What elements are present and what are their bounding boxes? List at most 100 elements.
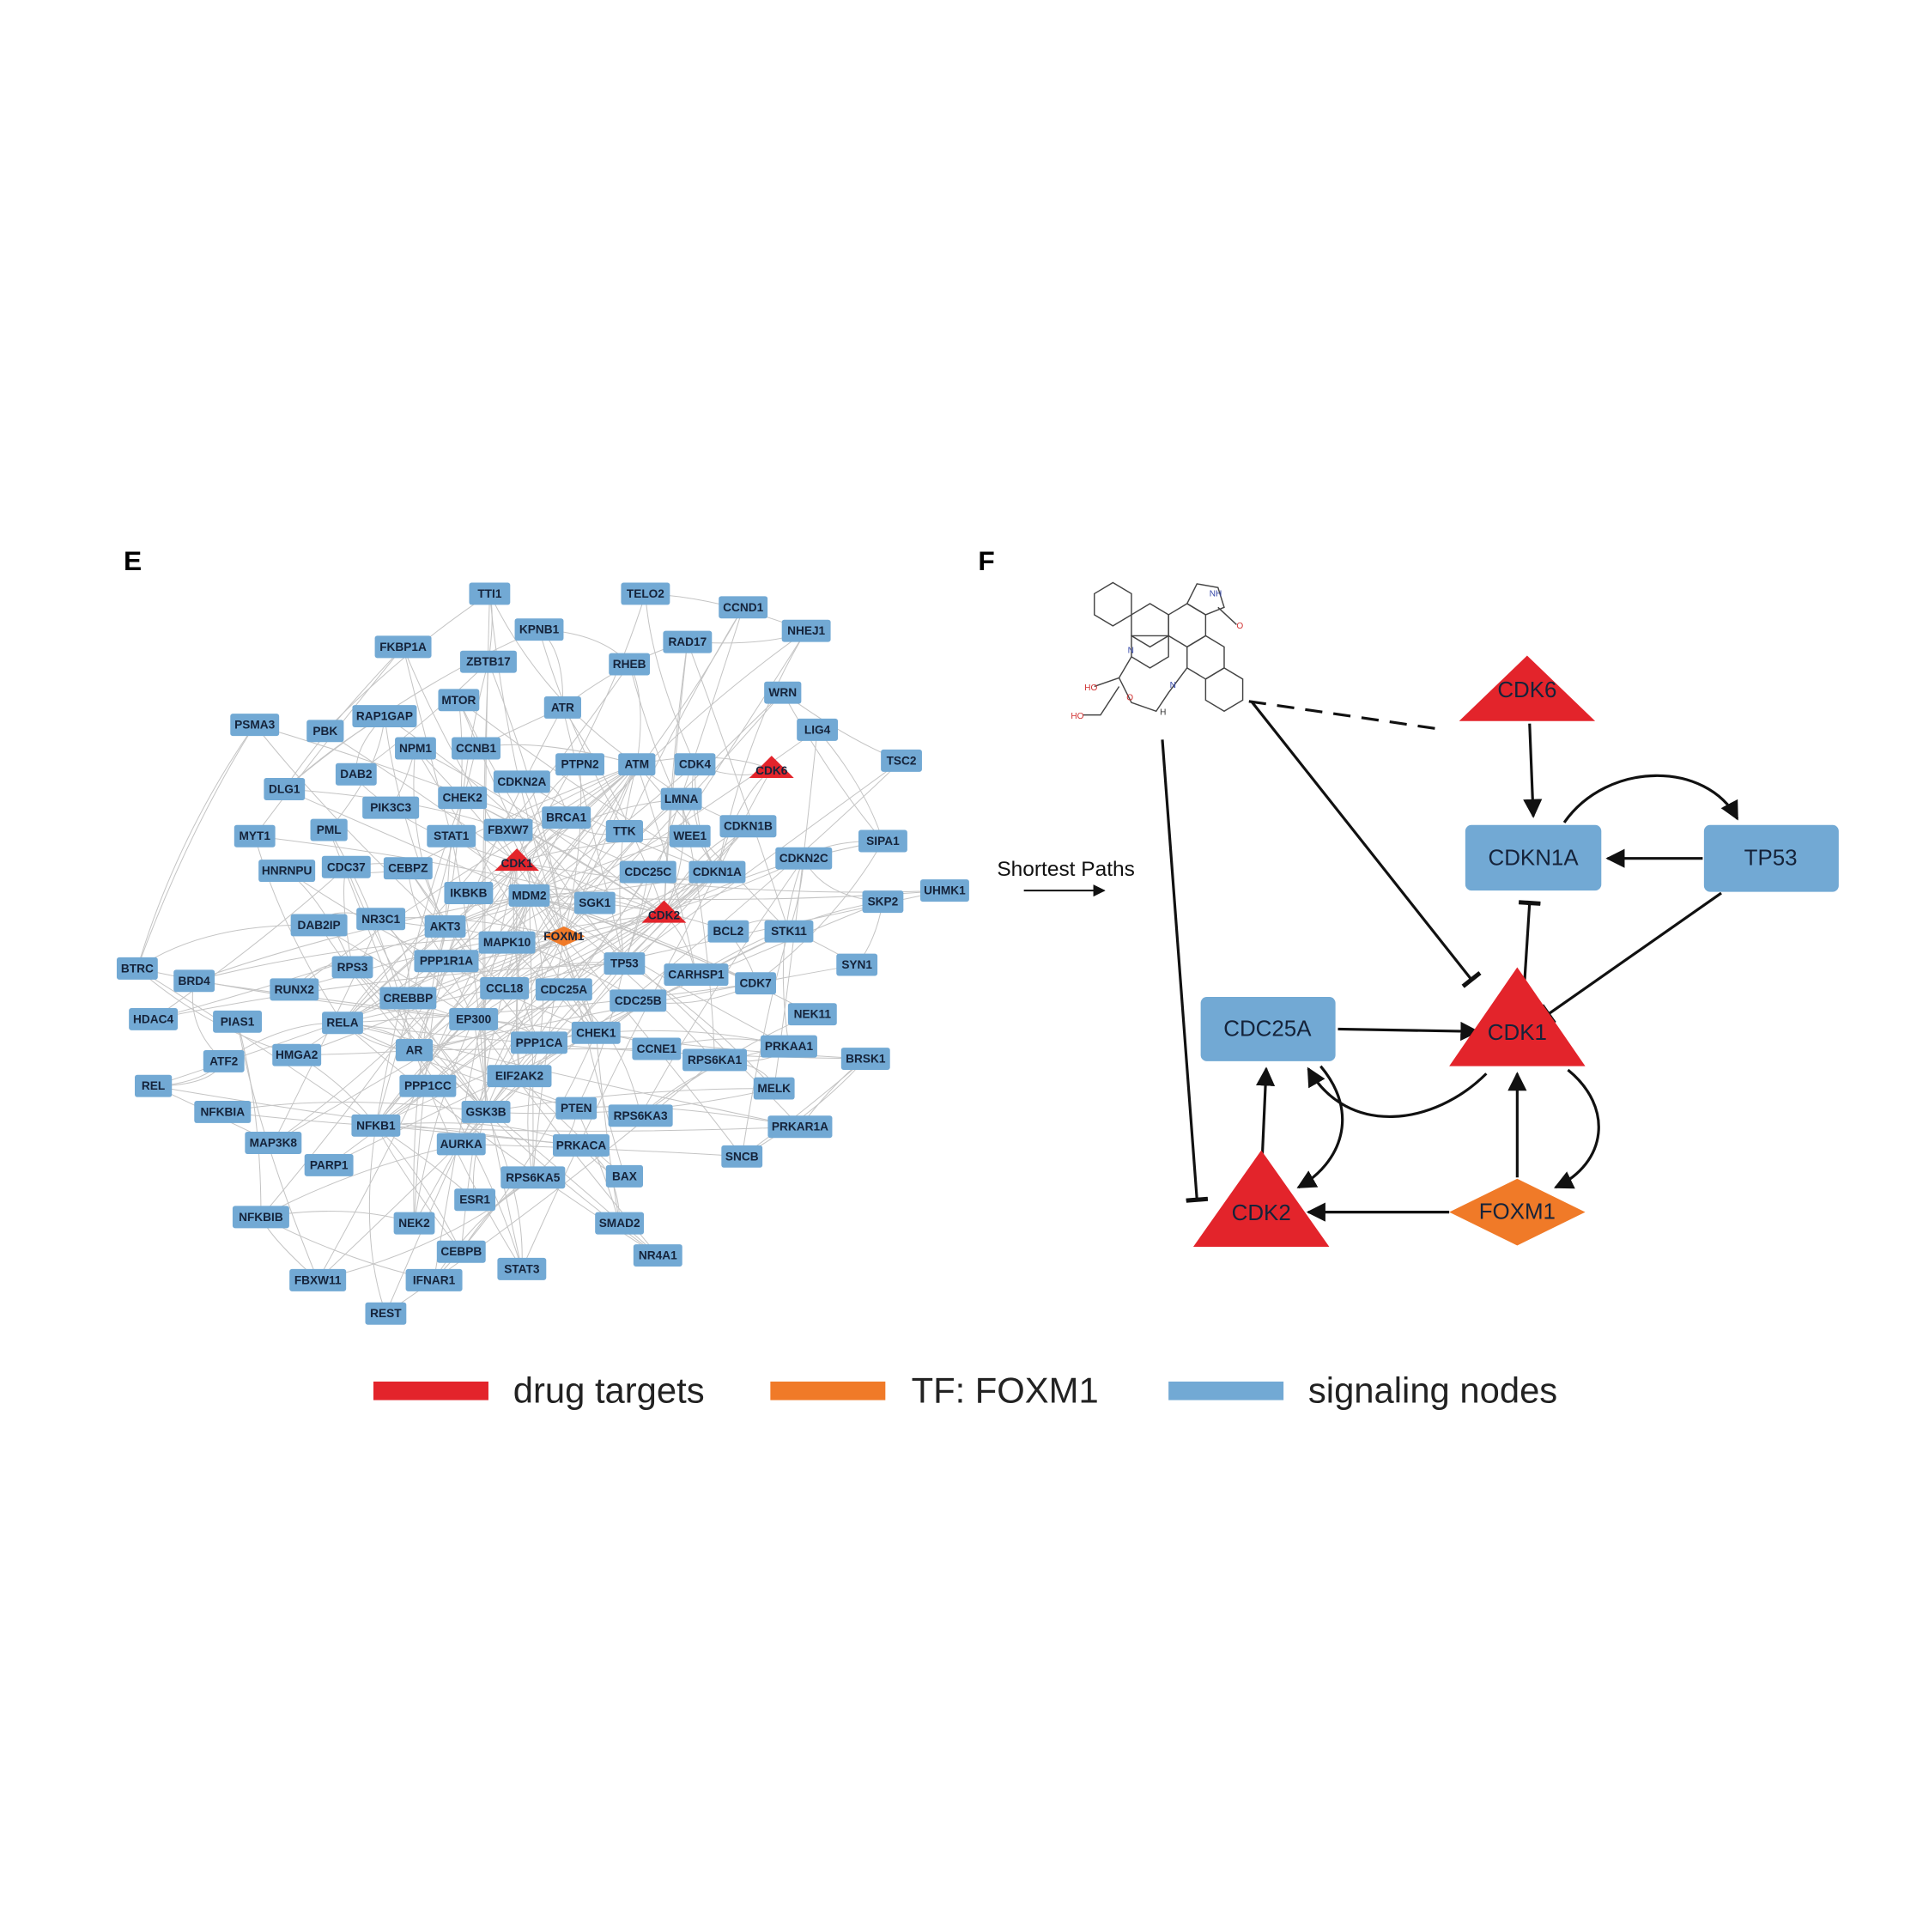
- network-node-rap1gap[interactable]: RAP1GAP: [352, 705, 417, 728]
- network-node-akt3[interactable]: AKT3: [424, 914, 466, 938]
- network-node-map3k8[interactable]: MAP3K8: [245, 1132, 302, 1154]
- network-node-nek11[interactable]: NEK11: [787, 1003, 837, 1026]
- network-node-tsc2[interactable]: TSC2: [881, 749, 922, 772]
- network-node-hdac4[interactable]: HDAC4: [129, 1007, 179, 1030]
- network-node-stat1[interactable]: STAT1: [427, 824, 476, 848]
- network-node-prkaa1[interactable]: PRKAA1: [760, 1035, 817, 1058]
- network-node-wee1[interactable]: WEE1: [669, 824, 711, 848]
- network-node-psma3[interactable]: PSMA3: [230, 714, 280, 737]
- network-node-ifnar1[interactable]: IFNAR1: [405, 1268, 463, 1291]
- network-node-rps3[interactable]: RPS3: [331, 956, 373, 979]
- network-node-cdk4[interactable]: CDK4: [674, 753, 716, 776]
- network-node-cdc37[interactable]: CDC37: [321, 855, 371, 878]
- network-node-btrc[interactable]: BTRC: [116, 957, 158, 980]
- network-node-ppp1cc[interactable]: PPP1CC: [399, 1074, 457, 1097]
- network-node-brd4[interactable]: BRD4: [173, 969, 215, 993]
- network-node-cdkn2a[interactable]: CDKN2A: [493, 770, 550, 793]
- network-node-cdk7[interactable]: CDK7: [735, 972, 776, 995]
- network-node-dab2[interactable]: DAB2: [335, 762, 377, 786]
- network-node-brca1[interactable]: BRCA1: [542, 806, 591, 829]
- network-node-cdk1[interactable]: CDK1: [494, 848, 540, 872]
- network-node-smad2[interactable]: SMAD2: [595, 1212, 645, 1235]
- network-node-nfkbia[interactable]: NFKBIA: [194, 1101, 252, 1123]
- network-node-nfkb1[interactable]: NFKB1: [351, 1114, 401, 1137]
- network-node-esr1[interactable]: ESR1: [454, 1188, 496, 1212]
- network-node-aurka[interactable]: AURKA: [436, 1133, 486, 1156]
- network-node-ppp1r1a[interactable]: PPP1R1A: [414, 950, 479, 973]
- network-node-chek1[interactable]: CHEK1: [571, 1021, 621, 1044]
- network-node-telo2[interactable]: TELO2: [621, 582, 670, 605]
- pathway-node-foxm1[interactable]: FOXM1: [1449, 1178, 1586, 1246]
- network-node-melk[interactable]: MELK: [753, 1077, 795, 1100]
- network-node-nr3c1[interactable]: NR3C1: [356, 908, 406, 931]
- network-node-atm[interactable]: ATM: [618, 753, 656, 776]
- network-node-pik3c3[interactable]: PIK3C3: [362, 796, 420, 819]
- network-node-cdk6[interactable]: CDK6: [749, 756, 794, 779]
- network-node-cebpz[interactable]: CEBPZ: [383, 857, 433, 880]
- network-node-lmna[interactable]: LMNA: [660, 787, 702, 811]
- network-node-myt1[interactable]: MYT1: [234, 824, 276, 848]
- network-node-fbxw7[interactable]: FBXW7: [483, 818, 533, 841]
- network-node-tp53[interactable]: TP53: [604, 952, 646, 975]
- pathway-node-cdc25a[interactable]: CDC25A: [1200, 997, 1336, 1061]
- network-node-ccne1[interactable]: CCNE1: [632, 1037, 682, 1060]
- network-node-ptpn2[interactable]: PTPN2: [555, 753, 604, 776]
- network-node-sgk1[interactable]: SGK1: [573, 891, 616, 914]
- network-node-syn1[interactable]: SYN1: [836, 953, 878, 976]
- network-node-rela[interactable]: RELA: [322, 1012, 363, 1035]
- network-node-cdkn1a[interactable]: CDKN1A: [688, 860, 746, 884]
- network-node-rps6ka3[interactable]: RPS6KA3: [608, 1104, 673, 1127]
- network-node-fkbp1a[interactable]: FKBP1A: [374, 635, 432, 659]
- network-node-mdm2[interactable]: MDM2: [508, 884, 550, 907]
- network-node-carhsp1[interactable]: CARHSP1: [664, 963, 729, 987]
- network-node-atr[interactable]: ATR: [543, 696, 581, 719]
- pathway-node-tp53[interactable]: TP53: [1703, 824, 1839, 892]
- network-node-brsk1[interactable]: BRSK1: [840, 1048, 890, 1070]
- network-node-parp1[interactable]: PARP1: [304, 1153, 354, 1176]
- network-node-foxm1[interactable]: FOXM1: [543, 926, 585, 946]
- network-node-prkar1a[interactable]: PRKAR1A: [767, 1115, 833, 1139]
- network-node-uhmk1[interactable]: UHMK1: [920, 879, 969, 902]
- network-node-tti1[interactable]: TTI1: [469, 582, 511, 605]
- network-node-mapk10[interactable]: MAPK10: [478, 931, 536, 954]
- network-node-dab2ip[interactable]: DAB2IP: [290, 914, 348, 937]
- network-node-nhej1[interactable]: NHEJ1: [781, 619, 831, 642]
- network-node-ppp1ca[interactable]: PPP1CA: [511, 1031, 567, 1054]
- network-node-rps6ka1[interactable]: RPS6KA1: [682, 1048, 748, 1072]
- network-node-ccnb1[interactable]: CCNB1: [452, 737, 500, 760]
- network-node-nr4a1[interactable]: NR4A1: [633, 1244, 682, 1267]
- network-node-kpnb1[interactable]: KPNB1: [514, 618, 564, 641]
- network-node-fbxw11[interactable]: FBXW11: [289, 1268, 347, 1291]
- network-node-cdc25a[interactable]: CDC25A: [535, 978, 592, 1001]
- network-node-stat3[interactable]: STAT3: [497, 1257, 547, 1280]
- network-node-bcl2[interactable]: BCL2: [707, 920, 749, 943]
- network-node-ccnd1[interactable]: CCND1: [719, 596, 768, 619]
- network-node-rps6ka5[interactable]: RPS6KA5: [500, 1166, 566, 1189]
- network-node-rel[interactable]: REL: [135, 1074, 173, 1097]
- network-node-ccl18[interactable]: CCL18: [480, 976, 530, 999]
- network-node-cebpb[interactable]: CEBPB: [436, 1240, 486, 1263]
- network-node-nek2[interactable]: NEK2: [393, 1212, 435, 1235]
- network-node-rad17[interactable]: RAD17: [663, 630, 713, 653]
- network-node-npm1[interactable]: NPM1: [395, 737, 436, 760]
- network-node-prkaca[interactable]: PRKACA: [552, 1133, 610, 1157]
- pathway-node-cdk2[interactable]: CDK2: [1192, 1150, 1330, 1247]
- network-node-pml[interactable]: PML: [310, 818, 348, 841]
- network-node-pias1[interactable]: PIAS1: [213, 1010, 263, 1033]
- network-node-cdc25b[interactable]: CDC25B: [610, 989, 667, 1012]
- pathway-node-cdk1[interactable]: CDK1: [1449, 967, 1586, 1066]
- network-node-skp2[interactable]: SKP2: [862, 890, 904, 914]
- pathway-node-cdk6[interactable]: CDK6: [1459, 655, 1596, 721]
- network-node-lig4[interactable]: LIG4: [797, 718, 839, 741]
- network-node-rheb[interactable]: RHEB: [609, 653, 651, 676]
- network-node-rest[interactable]: REST: [365, 1302, 407, 1325]
- network-node-stk11[interactable]: STK11: [764, 920, 814, 943]
- network-node-sipa1[interactable]: SIPA1: [858, 829, 907, 853]
- network-node-cdkn1b[interactable]: CDKN1B: [719, 815, 777, 838]
- network-node-hnrnpu[interactable]: HNRNPU: [258, 860, 316, 883]
- network-node-cdc25c[interactable]: CDC25C: [619, 860, 676, 884]
- network-node-pten[interactable]: PTEN: [555, 1097, 598, 1120]
- network-node-bax[interactable]: BAX: [605, 1164, 643, 1188]
- network-node-atf2[interactable]: ATF2: [203, 1049, 245, 1072]
- network-node-chek2[interactable]: CHEK2: [438, 787, 488, 810]
